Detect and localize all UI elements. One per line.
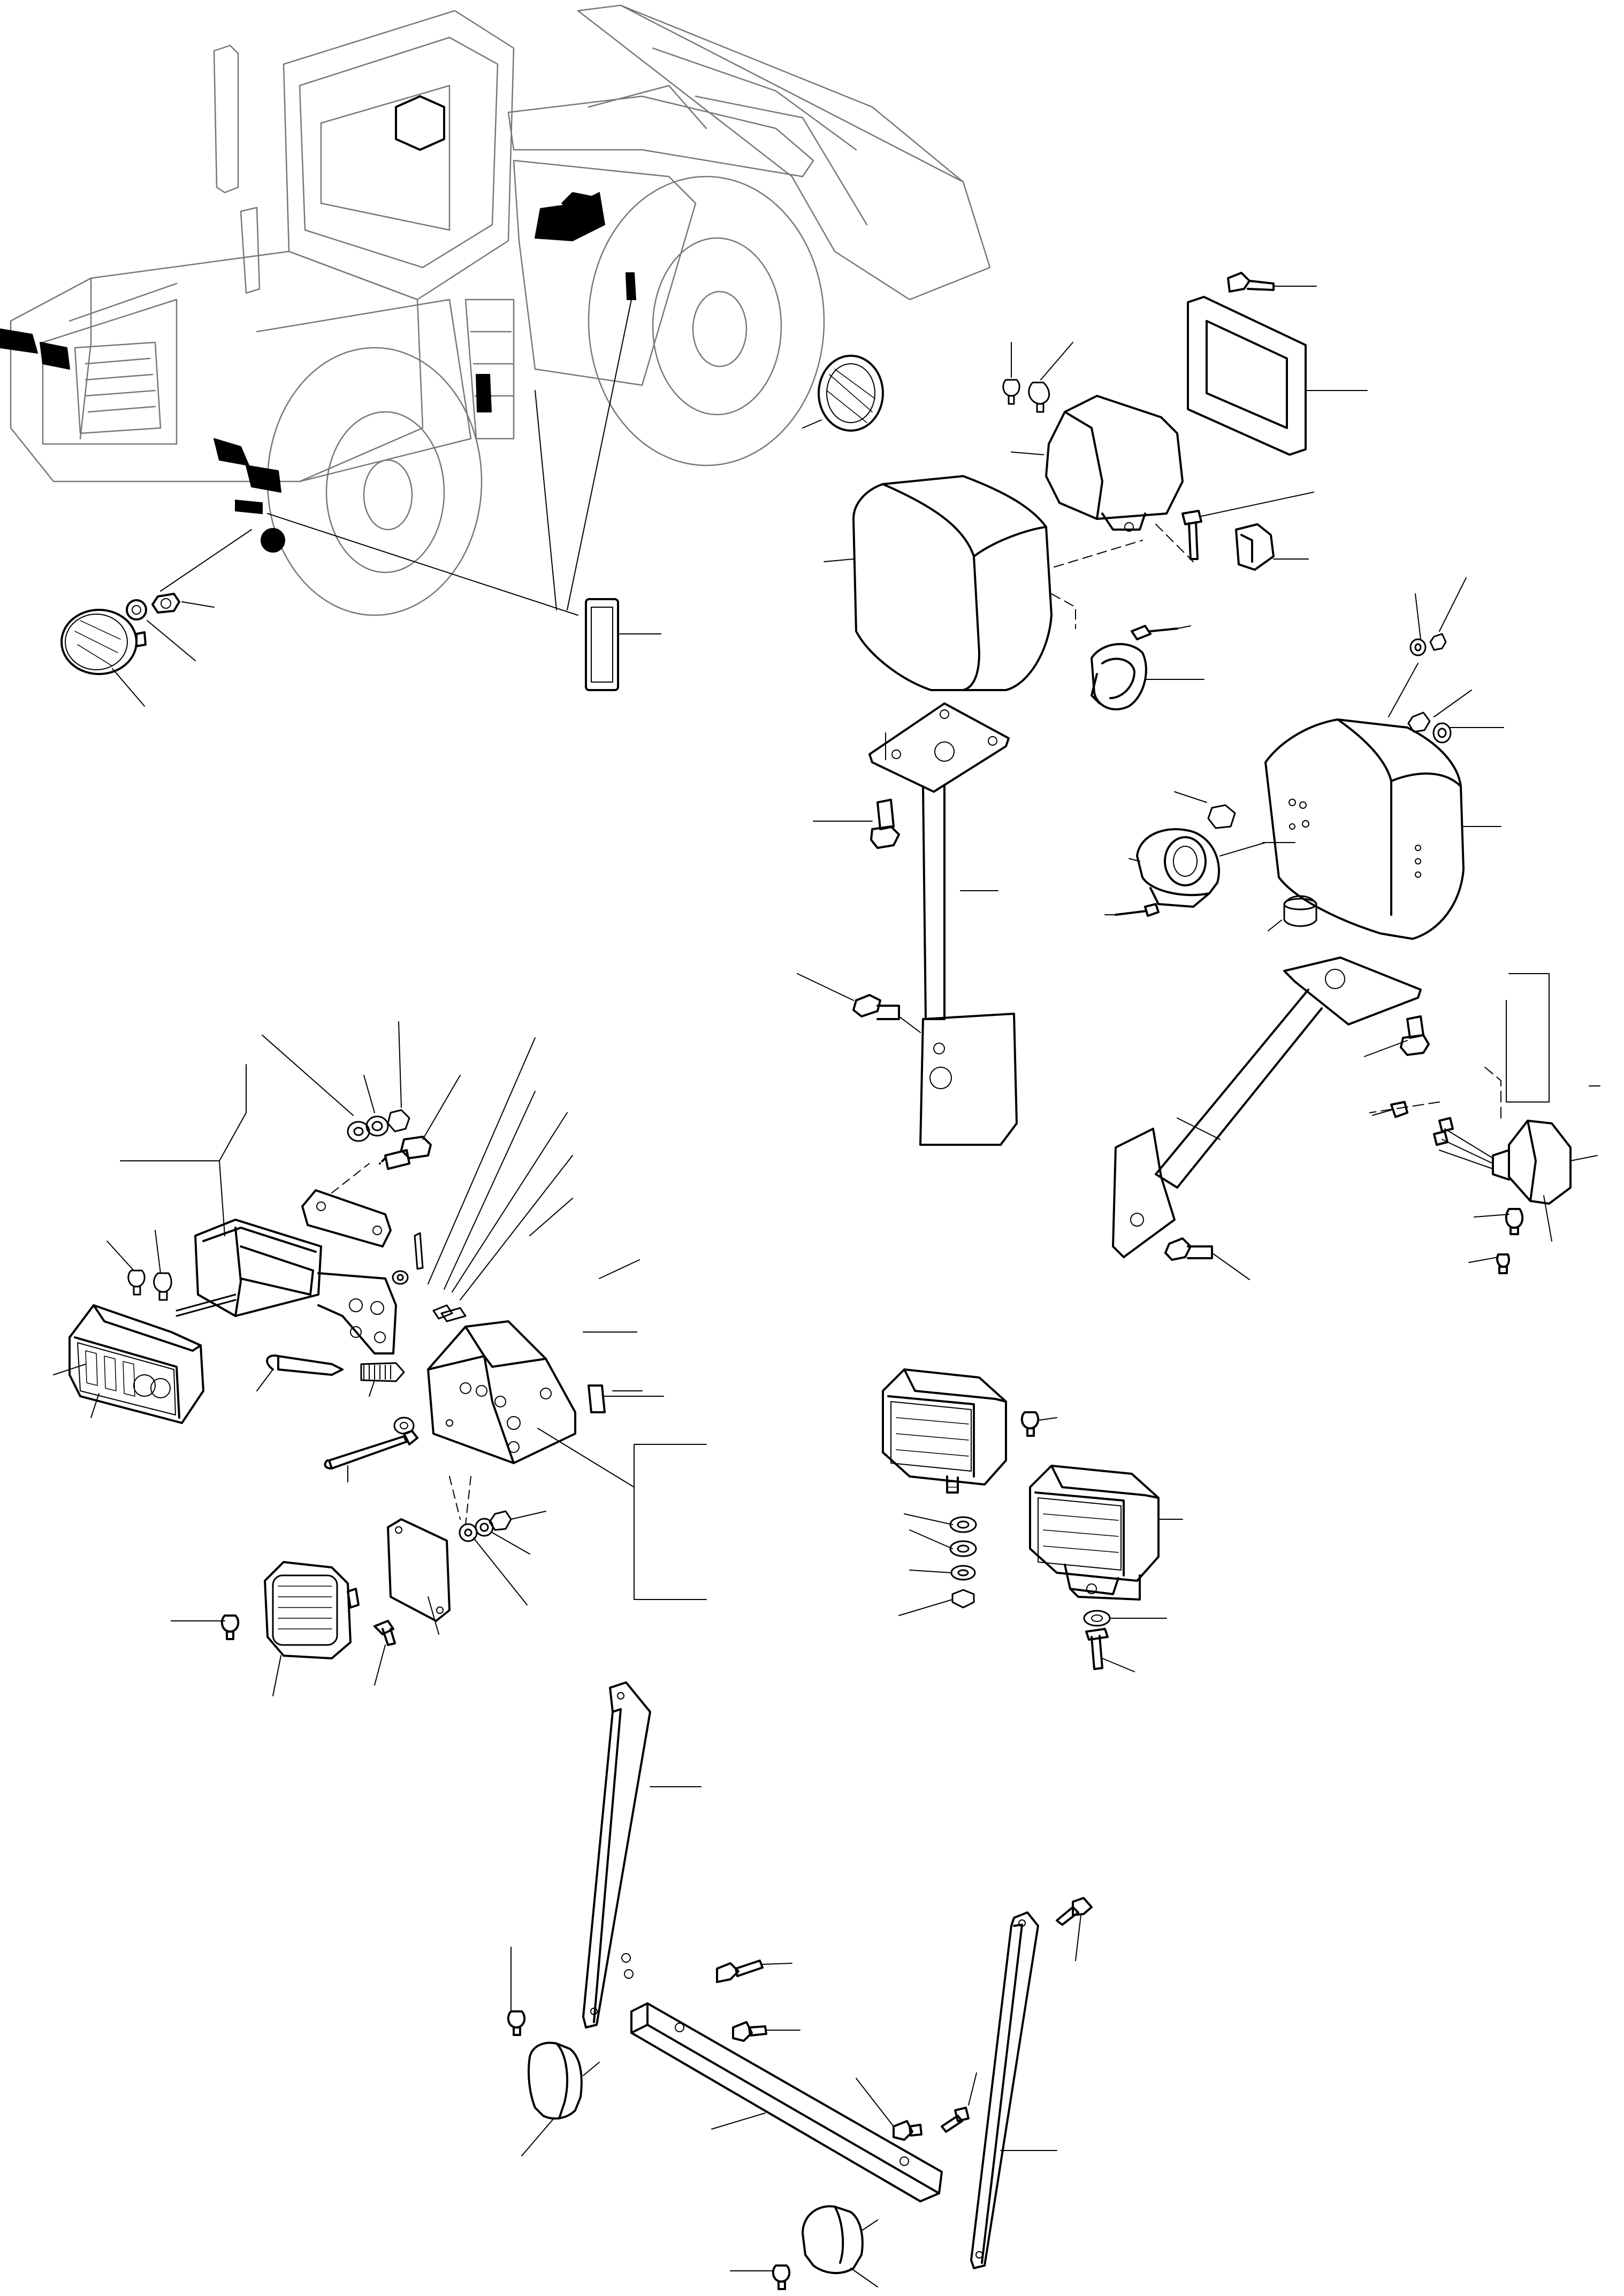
lamp-housing-right xyxy=(1262,718,1501,940)
hitch-bolt xyxy=(379,1136,432,1170)
bracket-arm-upper xyxy=(868,702,1018,1146)
tail-lamp xyxy=(1369,973,1600,1274)
grommet-right xyxy=(1174,791,1317,931)
work-lamp xyxy=(1011,395,1184,532)
loader-machine xyxy=(10,4,991,616)
hitch-mount xyxy=(427,1320,664,1464)
angled-bracket xyxy=(1112,956,1422,1258)
vertical-strut-right xyxy=(970,1911,1057,2269)
reflector-strip xyxy=(267,299,661,691)
work-lamp-lower xyxy=(1029,1465,1183,1672)
hitch-leader-lines xyxy=(120,1021,707,1600)
gasket-screw xyxy=(1227,272,1317,293)
cross-bar xyxy=(630,2002,943,2202)
hitch-pin xyxy=(256,1354,405,1397)
hitch-washers-lower xyxy=(459,1510,546,1605)
bracket-bolt-lower xyxy=(797,973,921,1033)
frame-bolts xyxy=(716,1897,1093,2141)
small-bolt-pin xyxy=(392,1232,467,1322)
vertical-strut-left xyxy=(582,1681,702,2029)
horn xyxy=(1091,625,1204,710)
bulbs-hitch xyxy=(106,1230,172,1301)
beacon-marker xyxy=(395,95,445,151)
hitch-washers-top xyxy=(347,1109,410,1142)
hitch-gasket-plate xyxy=(301,1163,392,1248)
work-lamp-upper xyxy=(882,1368,1057,1494)
bracket-bolt-upper xyxy=(813,799,900,849)
lamp-position-markers xyxy=(0,192,636,553)
combination-lamp xyxy=(53,1304,204,1424)
work-lamp-nuts xyxy=(898,1513,977,1616)
long-bolt xyxy=(324,1417,418,1482)
marker-lamp-left xyxy=(507,1947,600,2156)
round-rear-reflector xyxy=(802,355,884,432)
relay xyxy=(1235,523,1309,571)
bracket-bolt-right xyxy=(1164,1015,1430,1280)
lamp-housing-upper xyxy=(824,475,1143,691)
mount-gasket xyxy=(1187,296,1368,456)
lamp-mount-screw xyxy=(1155,492,1314,562)
round-rear-lamp xyxy=(60,529,252,707)
bulbs-upper xyxy=(1002,342,1073,413)
marker-lamp-right xyxy=(730,2205,878,2290)
square-lamp-plate xyxy=(387,1476,471,1635)
hitch-bracket xyxy=(176,1219,397,1354)
socket-connector xyxy=(1104,828,1266,917)
washers-nut-right xyxy=(1388,577,1504,744)
square-lamp xyxy=(171,1561,396,1696)
